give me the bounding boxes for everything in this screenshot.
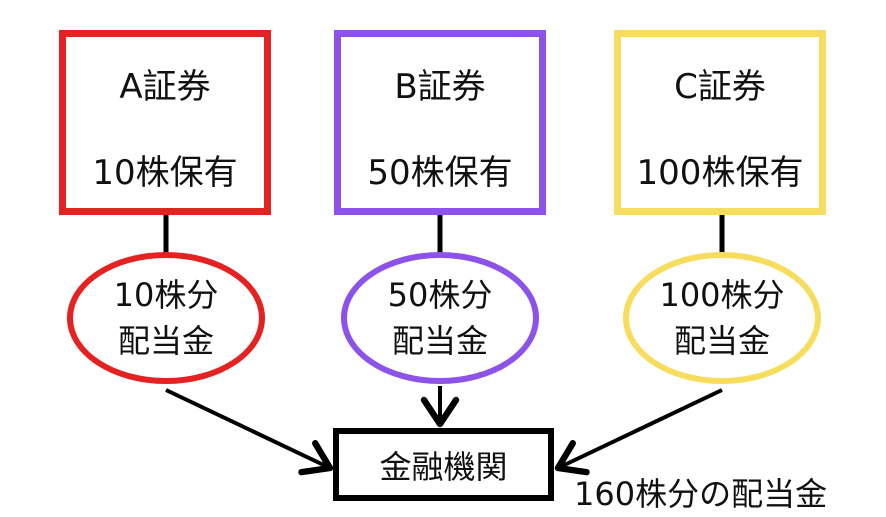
- dividend-amount: 10株分: [113, 276, 219, 314]
- dividend-amount: 50株分: [387, 276, 493, 314]
- broker-name: B証券: [394, 67, 486, 107]
- broker-box-c: C証券 100株保有: [614, 30, 826, 215]
- total-dividend-label: 160株分の配当金: [574, 475, 828, 513]
- dividend-ellipse-a: 10株分 配当金: [67, 252, 265, 384]
- dividend-ellipse-c: 100株分 配当金: [623, 252, 821, 384]
- broker-holding: 50株保有: [367, 153, 513, 193]
- arrow-a-to-institution: [165, 388, 334, 476]
- institution-box: 金融機関: [333, 428, 554, 501]
- dividend-label: 配当金: [117, 322, 214, 360]
- dividend-label: 配当金: [391, 322, 488, 360]
- arrow-c-to-institution: [554, 388, 723, 476]
- broker-name: A証券: [119, 67, 211, 107]
- broker-holding: 100株保有: [636, 153, 804, 193]
- dividend-ellipse-b: 50株分 配当金: [341, 252, 539, 384]
- broker-box-a: A証券 10株保有: [59, 30, 271, 215]
- dividend-amount: 100株分: [659, 276, 785, 314]
- institution-name: 金融機関: [379, 447, 508, 486]
- dividend-label: 配当金: [673, 322, 770, 360]
- broker-holding: 10株保有: [92, 153, 238, 193]
- broker-box-b: B証券 50株保有: [334, 30, 546, 215]
- broker-name: C証券: [674, 67, 766, 107]
